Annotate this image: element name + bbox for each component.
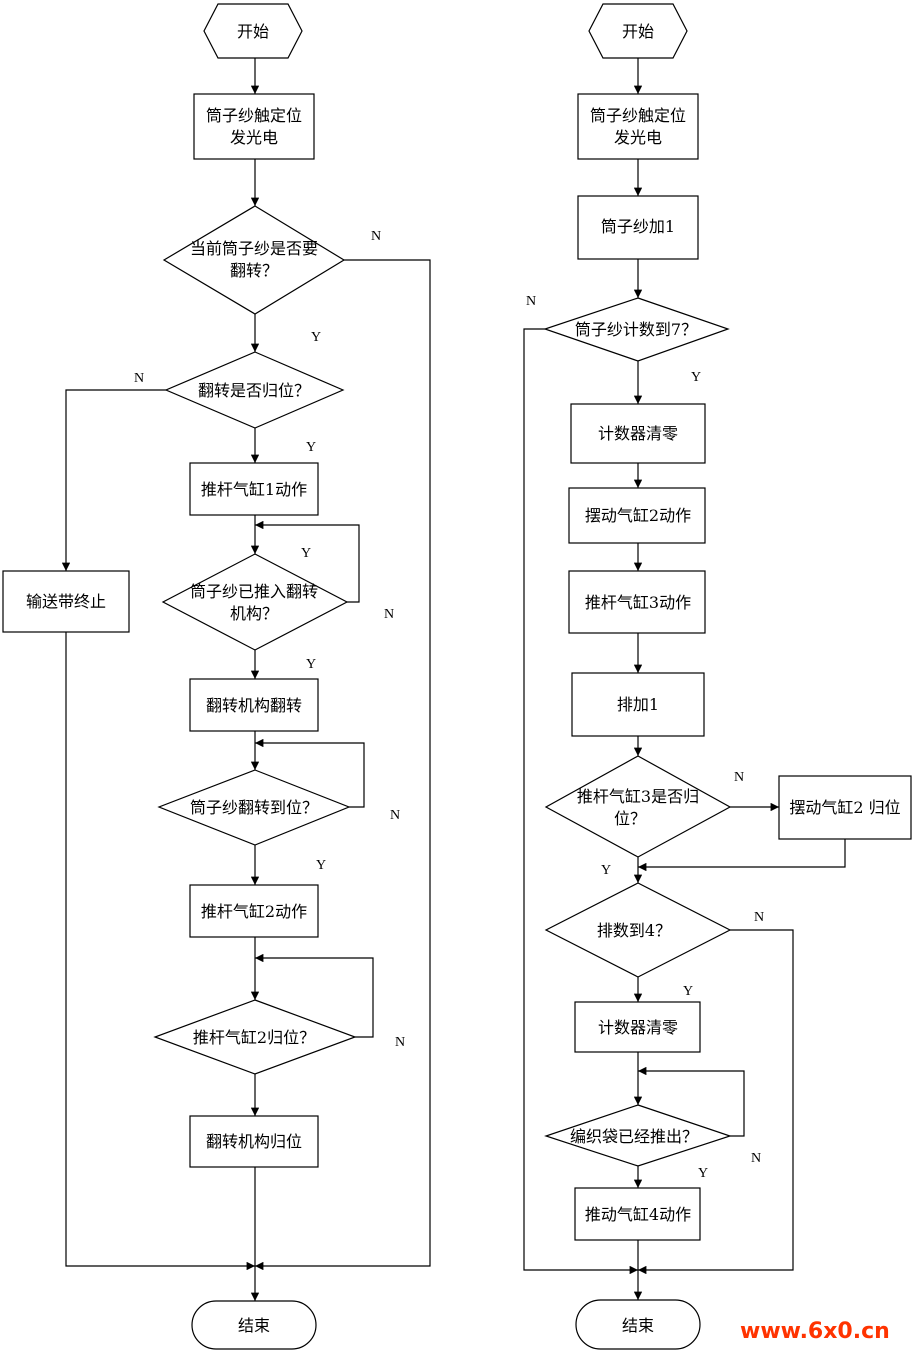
left-positioning-box bbox=[193, 93, 315, 160]
edge-label-y: Y bbox=[683, 984, 693, 999]
left-cylinder2-box bbox=[189, 884, 319, 938]
edge-label-y: Y bbox=[601, 863, 611, 878]
left-pushed-question-2: 机构？ bbox=[230, 604, 278, 623]
right-start-label: 开始 bbox=[622, 22, 654, 41]
right-start-hexagon bbox=[588, 3, 688, 59]
right-row-add1-label: 排加1 bbox=[617, 695, 659, 714]
left-flip-reset-label: 翻转机构归位 bbox=[206, 1132, 302, 1151]
right-push3-label: 推杆气缸3动作 bbox=[585, 593, 691, 612]
right-end-label: 结束 bbox=[622, 1316, 654, 1335]
right-rows4-question: 排数到4？ bbox=[597, 921, 671, 940]
left-cylinder1-box bbox=[189, 462, 319, 516]
edge-label-n: N bbox=[734, 770, 744, 785]
edge-label-n: N bbox=[526, 294, 536, 309]
edge-label-n: N bbox=[384, 607, 394, 622]
right-push4-label: 推动气缸4动作 bbox=[585, 1205, 691, 1224]
left-end-label: 结束 bbox=[238, 1316, 270, 1335]
right-push3-reset-question-1: 推杆气缸3是否归 bbox=[577, 787, 699, 806]
left-flip-label: 翻转机构翻转 bbox=[206, 696, 302, 715]
edge-label-n: N bbox=[395, 1035, 405, 1050]
edge-label-n: N bbox=[134, 371, 144, 386]
left-positioning-label-1: 筒子纱触定位 bbox=[206, 106, 302, 125]
left-cylinder2-reset-question: 推杆气缸2归位？ bbox=[193, 1028, 315, 1047]
right-positioning-label-2: 发光电 bbox=[614, 128, 662, 147]
edge-label-y: Y bbox=[691, 370, 701, 385]
edge-label-y: Y bbox=[306, 657, 316, 672]
right-bag-out-question: 编织袋已经推出？ bbox=[570, 1127, 698, 1146]
left-start-hexagon bbox=[203, 3, 303, 59]
right-swing2-reset-label: 摆动气缸2 归位 bbox=[789, 798, 900, 817]
edge-label-n: N bbox=[754, 910, 764, 925]
left-flip-question-2: 翻转？ bbox=[230, 261, 278, 280]
left-end-terminal bbox=[191, 1300, 317, 1350]
right-add1-label: 筒子纱加1 bbox=[601, 217, 675, 236]
edge-label-y: Y bbox=[306, 440, 316, 455]
left-reset-question: 翻转是否归位？ bbox=[198, 381, 310, 400]
left-cylinder1-label: 推杆气缸1动作 bbox=[201, 480, 307, 499]
right-count7-question: 筒子纱计数到7？ bbox=[575, 320, 697, 339]
right-swing2-box bbox=[568, 487, 706, 544]
left-cylinder2-label: 推杆气缸2动作 bbox=[201, 902, 307, 921]
right-clear2-label: 计数器清零 bbox=[598, 1018, 678, 1037]
right-push3-box bbox=[568, 570, 706, 634]
left-conveyor-stop-label: 输送带终止 bbox=[26, 592, 106, 611]
right-positioning-box bbox=[577, 93, 699, 160]
left-positioning-label-2: 发光电 bbox=[230, 128, 278, 147]
left-pushed-question-1: 筒子纱已推入翻转 bbox=[190, 582, 318, 601]
left-flipped-question: 筒子纱翻转到位？ bbox=[190, 798, 318, 817]
right-swing2-label: 摆动气缸2动作 bbox=[585, 506, 691, 525]
edge-label-n: N bbox=[371, 229, 381, 244]
edge-label-y: Y bbox=[311, 330, 321, 345]
right-clear1-label: 计数器清零 bbox=[598, 424, 678, 443]
edge-label-n: N bbox=[390, 808, 400, 823]
edge-label-y: Y bbox=[316, 858, 326, 873]
right-push3-reset-decision bbox=[544, 755, 732, 858]
left-flip-box bbox=[189, 678, 319, 732]
edge-label-n: N bbox=[751, 1151, 761, 1166]
left-start-label: 开始 bbox=[237, 22, 269, 41]
left-pushed-decision bbox=[161, 553, 349, 651]
right-push3-reset-question-2: 位？ bbox=[614, 809, 646, 828]
edge-label-y: Y bbox=[698, 1166, 708, 1181]
left-flip-decision bbox=[162, 205, 346, 315]
right-positioning-label-1: 筒子纱触定位 bbox=[590, 106, 686, 125]
left-flip-reset-box bbox=[189, 1115, 319, 1168]
left-flip-question-1: 当前筒子纱是否要 bbox=[190, 239, 318, 258]
watermark-text: www.6x0.cn bbox=[740, 1319, 890, 1344]
edge-label-y: Y bbox=[301, 546, 311, 561]
